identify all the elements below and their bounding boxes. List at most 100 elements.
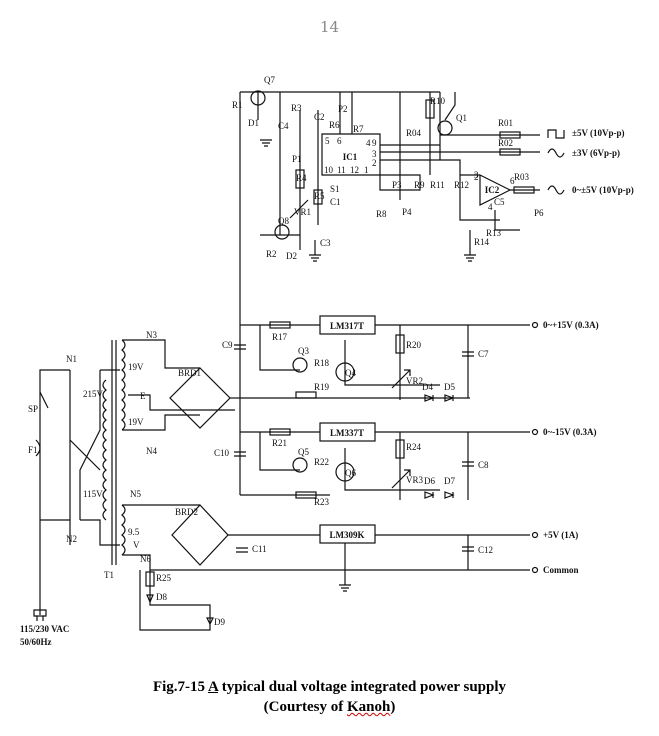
label-C1: C1: [330, 197, 341, 207]
label-P4: P4: [402, 207, 412, 217]
ic-pin: 2: [474, 172, 479, 182]
ic-pin: 4: [366, 138, 371, 148]
label-R14: R14: [474, 237, 490, 247]
label-19v-b: 19V: [128, 417, 144, 427]
label-n5: N5: [130, 489, 141, 499]
label-n6: N6: [140, 554, 151, 564]
label-R12: R12: [454, 180, 469, 190]
label-v: V: [133, 540, 140, 550]
label-n3: N3: [146, 330, 157, 340]
label-P2: P2: [338, 104, 348, 114]
ic-pin: 4: [488, 202, 493, 212]
ic-pin: 6: [510, 176, 515, 186]
label-R2: R2: [266, 249, 277, 259]
label-R20: R20: [406, 340, 422, 350]
label-R24: R24: [406, 442, 422, 452]
caption-fig-a: A: [207, 679, 218, 695]
regulator-u3-box: [319, 524, 376, 544]
label-C11: C11: [252, 544, 267, 554]
label-C7: C7: [478, 349, 489, 359]
label-R5: R5: [314, 191, 325, 201]
label-R18: R18: [314, 358, 330, 368]
output-neg15-label: 0~-15V (0.3A): [543, 427, 597, 437]
label-C3: C3: [320, 238, 331, 248]
label-R3: R3: [291, 103, 302, 113]
label-P6: P6: [534, 208, 544, 218]
label-R23: R23: [314, 497, 330, 507]
ic-pin: 11: [337, 165, 346, 175]
caption-fig-prefix: Fig.7-15: [152, 679, 208, 695]
label-R25: R25: [156, 573, 172, 583]
label-f1: F1: [28, 445, 38, 455]
page-number: 14: [319, 18, 340, 36]
ic-pin: 9: [372, 138, 377, 148]
label-t1: T1: [104, 570, 114, 580]
ic1-label: IC1: [343, 152, 358, 162]
output-common-label: Common: [543, 565, 579, 575]
label-C4: C4: [278, 121, 289, 131]
label-R17: R17: [272, 332, 288, 342]
output-square-label: ±5V (10Vp-p): [572, 128, 625, 138]
ic-pin: 3: [474, 170, 479, 180]
label-Q7: Q7: [264, 75, 275, 85]
caption-courtesy-close: ): [390, 699, 396, 715]
label-VR1: VR1: [294, 207, 311, 217]
regulator-u2-box: [319, 422, 376, 442]
label-C5: C5: [494, 197, 505, 207]
schematic: LM317T LM337T LM309K IC1 IC2 5 6 4 9 3 2…: [20, 75, 634, 647]
label-R01: R01: [498, 118, 513, 128]
caption-line-2: (Courtesy of Kanoh): [0, 697, 659, 717]
label-R10: R10: [430, 96, 446, 106]
label-Q6: Q6: [345, 468, 356, 478]
label-R1: R1: [232, 100, 243, 110]
label-C9: C9: [222, 340, 233, 350]
label-Q4: Q4: [345, 368, 356, 378]
ic-pin: 1: [364, 165, 369, 175]
caption-line-1: Fig.7-15 A typical dual voltage integrat…: [0, 677, 659, 697]
label-R02: R02: [498, 138, 513, 148]
label-Q5: Q5: [298, 447, 309, 457]
ic2-label: IC2: [485, 185, 500, 195]
label-D1: D1: [248, 118, 259, 128]
ic-pin: 10: [324, 165, 334, 175]
output-sine-label: 0~±5V (10Vp-p): [572, 185, 634, 195]
label-215v: 215V: [83, 389, 104, 399]
figure-caption: Fig.7-15 A typical dual voltage integrat…: [0, 677, 659, 717]
wires: [39, 91, 540, 631]
label-R22: R22: [314, 457, 329, 467]
label-R11: R11: [430, 180, 445, 190]
label-Q8: Q8: [278, 216, 289, 226]
mains-freq-label: 50/60Hz: [20, 637, 52, 647]
label-VR3: VR3: [406, 475, 424, 485]
label-brd2: BRD2: [175, 507, 198, 517]
output-triangle-label: ±3V (6Vp-p): [572, 148, 620, 158]
label-R7: R7: [353, 124, 364, 134]
regulator-u3-label: LM309K: [330, 530, 365, 540]
caption-courtesy-name: Kanoh: [346, 699, 391, 715]
label-R6: R6: [329, 120, 340, 130]
label-D2: D2: [286, 251, 297, 261]
label-R19: R19: [314, 382, 330, 392]
label-n1: N1: [66, 354, 77, 364]
label-VR2: VR2: [406, 376, 423, 386]
label-R13: R13: [486, 228, 502, 238]
ic-pin: 5: [325, 136, 330, 146]
label-e: E: [140, 391, 146, 401]
label-S1: S1: [330, 184, 340, 194]
ic-pin: 12: [350, 165, 359, 175]
label-sp: SP: [28, 404, 38, 414]
label-R8: R8: [376, 209, 387, 219]
label-D8: D8: [156, 592, 167, 602]
label-R4: R4: [296, 173, 307, 183]
label-D4: D4: [422, 382, 433, 392]
label-R9: R9: [414, 180, 425, 190]
ic-pin: 6: [337, 136, 342, 146]
label-D6: D6: [424, 476, 435, 486]
label-115v: 115V: [83, 489, 103, 499]
label-Q1: Q1: [456, 113, 467, 123]
ic-pin: 3: [372, 149, 377, 159]
regulator-u2-label: LM337T: [330, 428, 364, 438]
mains-voltage-label: 115/230 VAC: [20, 624, 69, 634]
output-pos15-label: 0~+15V (0.3A): [543, 320, 599, 330]
regulator-u1-label: LM317T: [330, 321, 364, 331]
